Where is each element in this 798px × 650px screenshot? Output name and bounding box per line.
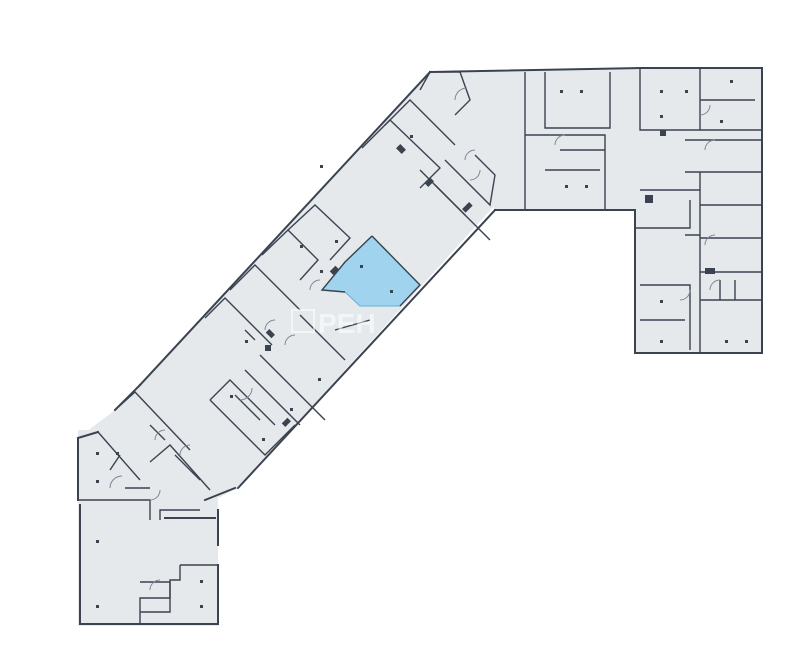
watermark-text: PEH xyxy=(318,308,376,339)
doors xyxy=(109,87,721,591)
building-footprint xyxy=(78,68,762,626)
wall-sw-bottom xyxy=(164,486,237,519)
wall-diagonal-lower xyxy=(236,208,497,490)
wall-east xyxy=(634,67,763,354)
interior-walls xyxy=(78,68,762,624)
wall-sw-wing xyxy=(77,437,219,625)
wing-east xyxy=(635,68,762,353)
wall-diagonal-upper xyxy=(138,70,432,387)
wing-diagonal xyxy=(78,72,505,515)
watermark: PEH xyxy=(291,308,376,339)
outer-walls xyxy=(76,67,763,625)
wall-blocks xyxy=(265,130,715,427)
watermark-logo-icon xyxy=(291,309,315,333)
columns xyxy=(96,80,748,608)
